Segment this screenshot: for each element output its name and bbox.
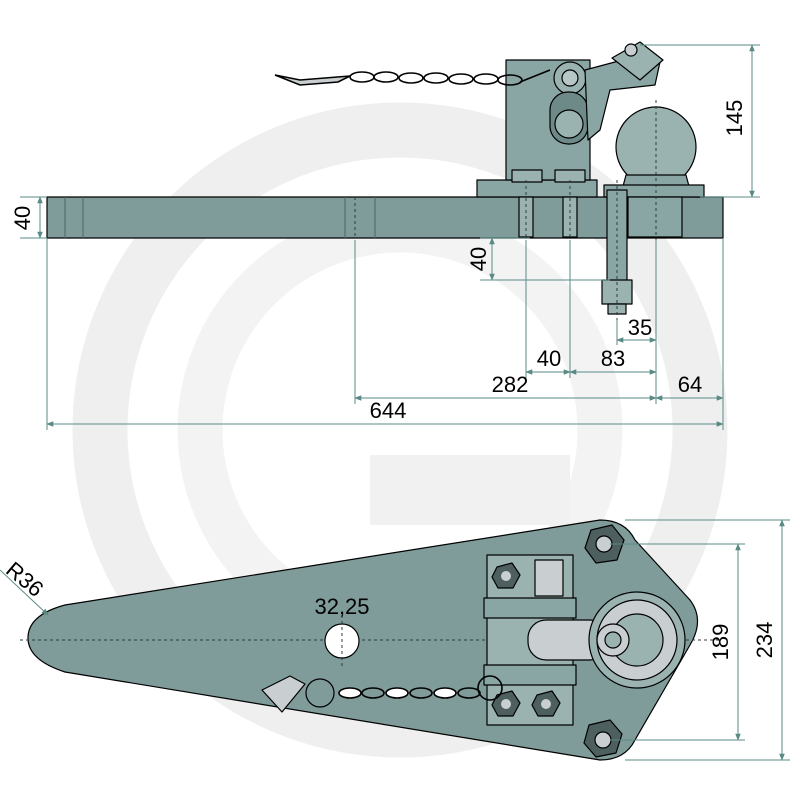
dim-pin-dia: 35: [628, 315, 652, 340]
dim-bolt-span-outer: 234: [752, 622, 777, 659]
bolt-bottom-icon: [583, 719, 623, 758]
dim-ball-offset: 83: [601, 346, 625, 371]
dim-hole-to-ball: 282: [492, 372, 529, 397]
bolt-top-icon: [584, 524, 625, 564]
tow-ball-icon: [603, 100, 705, 240]
dim-overall-length: 644: [370, 398, 407, 423]
dim-ball-to-end: 64: [678, 372, 702, 397]
top-view: R36 32,25 189 234: [0, 519, 790, 761]
dim-bolt-spacing: 40: [537, 346, 561, 371]
chain-top-icon: [338, 675, 503, 701]
linch-pin-icon: [261, 675, 335, 713]
chain-icon: [274, 69, 551, 86]
dim-plate-thickness: 40: [10, 206, 35, 230]
dim-radius: R36: [1, 557, 48, 602]
side-view: 40 145 40 35 40 83 282 64 644: [10, 41, 760, 430]
dim-height-ball: 145: [722, 100, 747, 137]
dim-hole-dia: 32,25: [314, 594, 369, 619]
dim-pin-offset-vertical: 40: [466, 247, 491, 271]
dim-bolt-span-inner: 189: [708, 624, 733, 661]
